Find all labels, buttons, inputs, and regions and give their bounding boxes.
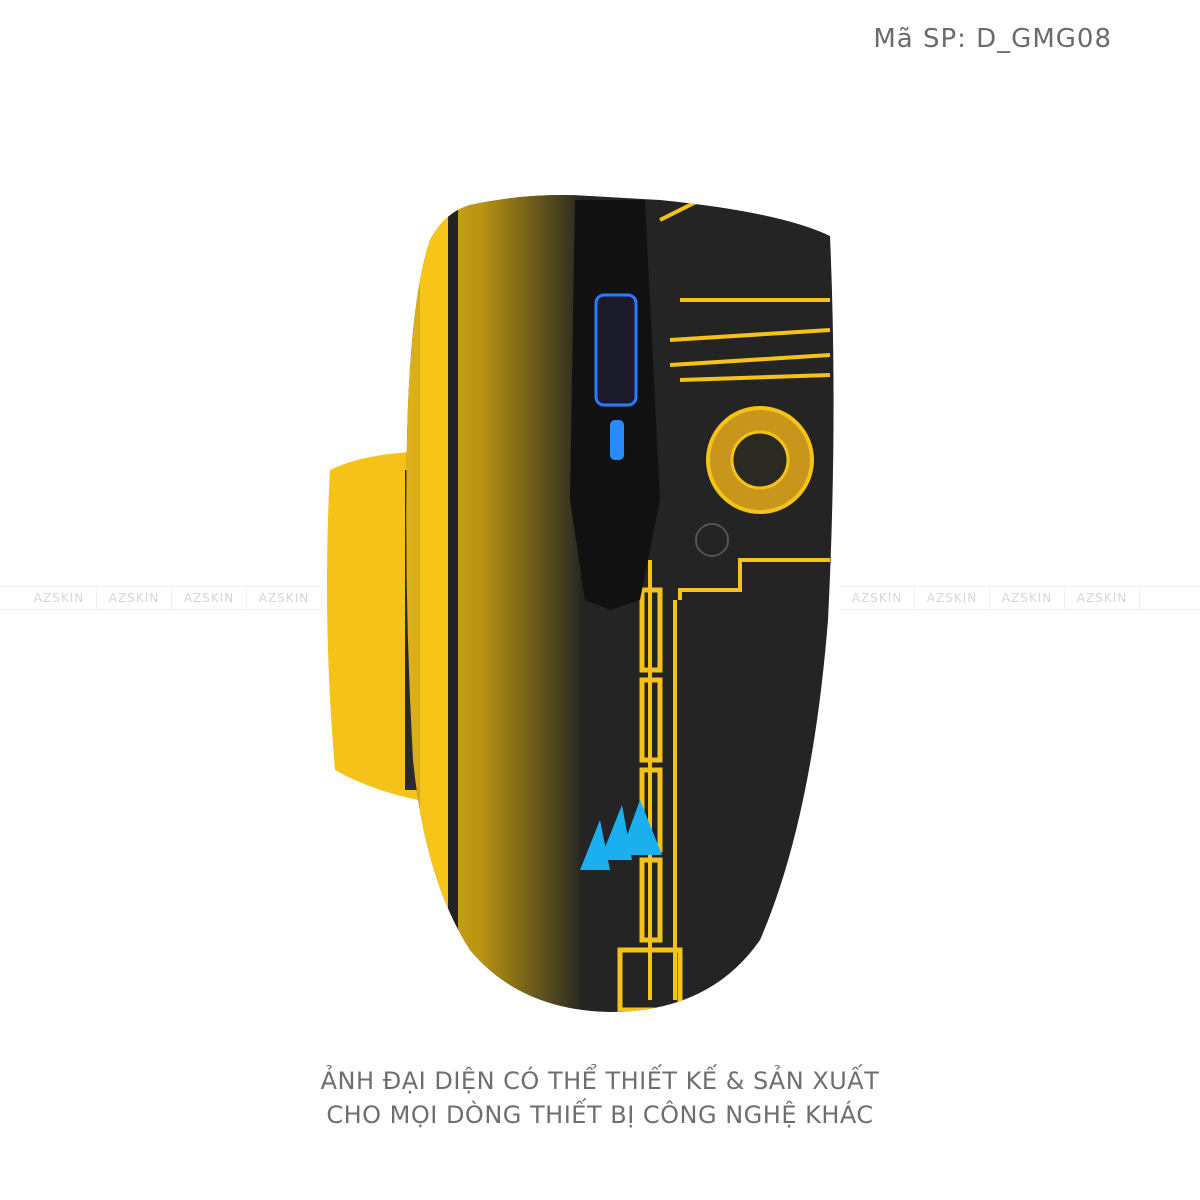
watermark-text: AZSKIN <box>990 587 1065 609</box>
thumb-wing <box>326 452 418 800</box>
caption: ẢNH ĐẠI DIỆN CÓ THỂ THIẾT KẾ & SẢN XUẤT … <box>0 1064 1200 1132</box>
watermark-text: AZSKIN <box>97 587 172 609</box>
watermark-text: AZSKIN <box>172 587 247 609</box>
caption-line-1: ẢNH ĐẠI DIỆN CÓ THỂ THIẾT KẾ & SẢN XUẤT <box>320 1067 880 1095</box>
watermark-text: AZSKIN <box>247 587 322 609</box>
corsair-logo <box>580 800 662 870</box>
watermark-text: AZSKIN <box>840 587 915 609</box>
watermark-text: AZSKIN <box>915 587 990 609</box>
eye-emblem <box>706 406 814 514</box>
caption-line-2: CHO MỌI DÒNG THIẾT BỊ CÔNG NGHỆ KHÁC <box>326 1101 874 1129</box>
scroll-wheel <box>594 293 638 407</box>
watermark-text: AZSKIN <box>1065 587 1140 609</box>
watermark-text: AZSKIN <box>22 587 97 609</box>
product-code: Mã SP: D_GMG08 <box>873 24 1112 54</box>
